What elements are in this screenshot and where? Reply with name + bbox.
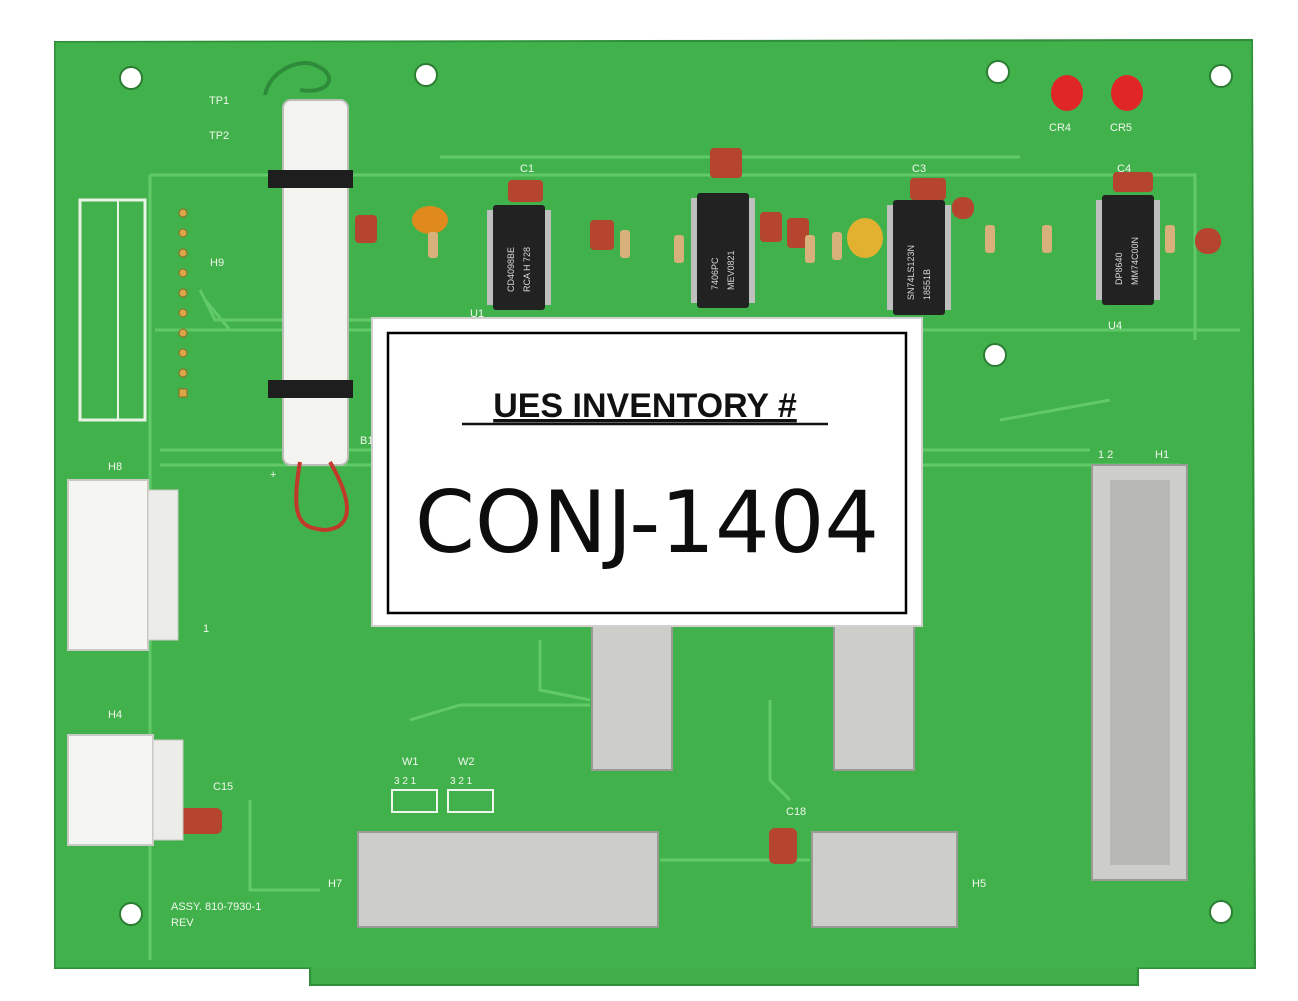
silkscreen-labels: TP1 TP2 CR4 CR5 C1 C3 C4 U1 U4 H9 H8 H4 … (108, 95, 1169, 929)
svg-text:W1: W1 (402, 756, 419, 768)
svg-text:CD4098BE: CD4098BE (506, 247, 516, 292)
svg-text:TP2: TP2 (209, 130, 229, 142)
svg-text:C15: C15 (213, 781, 233, 793)
h1-header (1091, 464, 1188, 881)
svg-text:H7: H7 (328, 878, 342, 890)
svg-text:7406PC: 7406PC (710, 257, 720, 290)
ic-pins (487, 198, 1160, 310)
svg-text:C18: C18 (786, 806, 806, 818)
ic-row (493, 193, 1154, 315)
inventory-title: UES INVENTORY # (493, 387, 797, 425)
jumpers (391, 789, 494, 813)
inventory-number: CONJ-1404 (415, 473, 879, 573)
h8-connector (67, 479, 179, 651)
svg-text:3 2 1: 3 2 1 (394, 776, 417, 787)
svg-text:C1: C1 (520, 163, 534, 175)
h9-pads (178, 208, 188, 398)
svg-text:DP8640: DP8640 (1114, 252, 1124, 285)
svg-text:ASSY. 810-7930-1: ASSY. 810-7930-1 (171, 901, 261, 913)
inventory-label: UES INVENTORY # CONJ-1404 (371, 317, 923, 627)
svg-text:RCA H 728: RCA H 728 (522, 247, 532, 292)
svg-text:H1: H1 (1155, 449, 1169, 461)
svg-text:W2: W2 (458, 756, 475, 768)
svg-text:1 2: 1 2 (1098, 449, 1113, 461)
svg-text:REV: REV (171, 917, 194, 929)
svg-text:C3: C3 (912, 163, 926, 175)
capacitors (178, 148, 1221, 864)
svg-text:H8: H8 (108, 461, 122, 473)
h9-outline (78, 198, 147, 422)
mounting-holes (119, 60, 1233, 926)
svg-text:1: 1 (203, 623, 209, 635)
svg-text:+: + (270, 469, 276, 481)
svg-text:H5: H5 (972, 878, 986, 890)
chip-markings: CD4098BE RCA H 728 7406PC MEV0821 SN74LS… (506, 237, 1140, 300)
svg-text:18551B: 18551B (922, 269, 932, 300)
svg-text:B1: B1 (360, 435, 373, 447)
svg-text:MM74C00N: MM74C00N (1130, 237, 1140, 285)
svg-text:TP1: TP1 (209, 95, 229, 107)
svg-text:U4: U4 (1108, 320, 1122, 332)
svg-text:H9: H9 (210, 257, 224, 269)
svg-text:3 2 1: 3 2 1 (450, 776, 473, 787)
svg-text:SN74LS123N: SN74LS123N (906, 245, 916, 300)
svg-text:C4: C4 (1117, 163, 1131, 175)
bottom-headers (357, 831, 958, 928)
leds (1051, 75, 1143, 111)
axial-resistors (428, 225, 1175, 263)
svg-text:MEV0821: MEV0821 (726, 250, 736, 290)
h4-connector (67, 734, 184, 846)
svg-text:CR5: CR5 (1110, 122, 1132, 134)
svg-text:H4: H4 (108, 709, 122, 721)
svg-text:CR4: CR4 (1049, 122, 1071, 134)
power-resistor (263, 61, 353, 533)
